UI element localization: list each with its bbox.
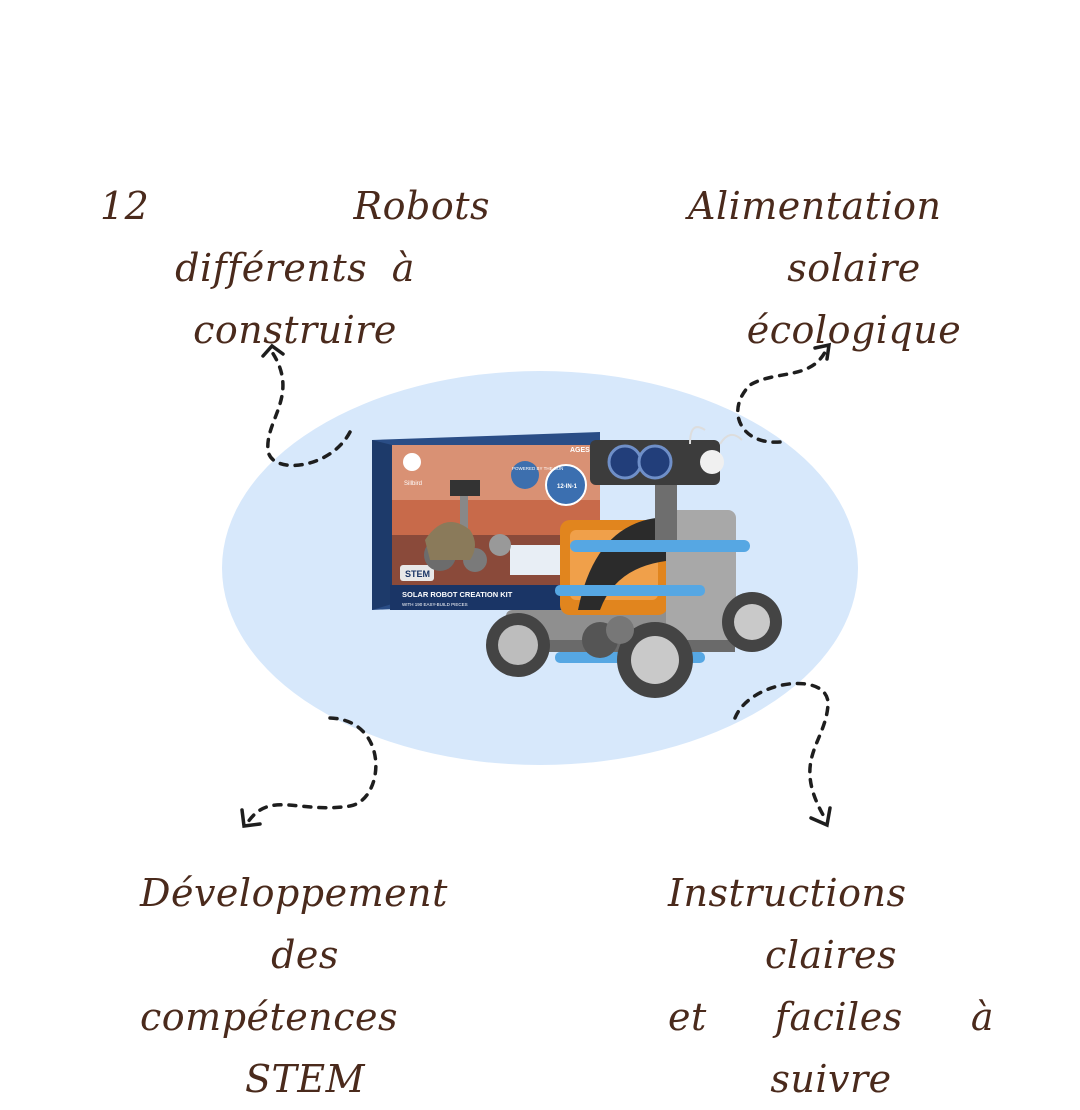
- product-box: Sillbird AGES 8+ POWERED BY THE SUN 12-I…: [372, 432, 600, 610]
- box-powered: POWERED BY THE SUN: [512, 466, 563, 471]
- feature-instructions-line2: et faciles à suivre: [668, 995, 994, 1101]
- box-brand: Sillbird: [404, 481, 422, 487]
- feature-robots-line2: construire: [193, 308, 397, 352]
- feature-solar-line2: écologique: [746, 308, 962, 352]
- feature-robots: 12 Robots différents à construire: [100, 175, 490, 361]
- feature-instructions-line1: Instructions claires: [668, 871, 907, 977]
- arrow-top-right-icon: [736, 342, 832, 444]
- arrow-bottom-left-icon: [240, 716, 378, 828]
- robot-wheel-rear-right: [722, 592, 782, 652]
- box-ages: AGES 8+: [570, 447, 600, 454]
- box-twelve-in-one: 12-IN-1: [557, 484, 578, 490]
- feature-robots-line1: 12 Robots différents à: [100, 184, 490, 290]
- feature-instructions: Instructions claires et faciles à suivre: [668, 862, 994, 1110]
- robot-wheel-front-right: [617, 622, 693, 698]
- robot-wheel-front-left: [486, 613, 550, 677]
- feature-solar: Alimentation solaire écologique: [688, 175, 1020, 361]
- feature-stem-line2: compétences STEM: [140, 995, 399, 1101]
- box-subtitle: WITH 190 EASY-BUILD PIECES: [402, 602, 468, 607]
- box-title: SOLAR ROBOT CREATION KIT: [402, 590, 513, 599]
- box-badge: STEM: [405, 569, 430, 579]
- arrow-top-left-icon: [261, 343, 352, 468]
- feature-stem: Développement des compétences STEM: [140, 862, 470, 1110]
- box-robot-illustration: [424, 480, 511, 572]
- illustration-stage: Sillbird AGES 8+ POWERED BY THE SUN 12-I…: [222, 342, 858, 828]
- arrow-bottom-right-icon: [733, 681, 832, 828]
- feature-solar-line1: Alimentation solaire: [688, 184, 942, 290]
- assembled-robot: [486, 426, 782, 698]
- feature-stem-line1: Développement des: [140, 871, 448, 977]
